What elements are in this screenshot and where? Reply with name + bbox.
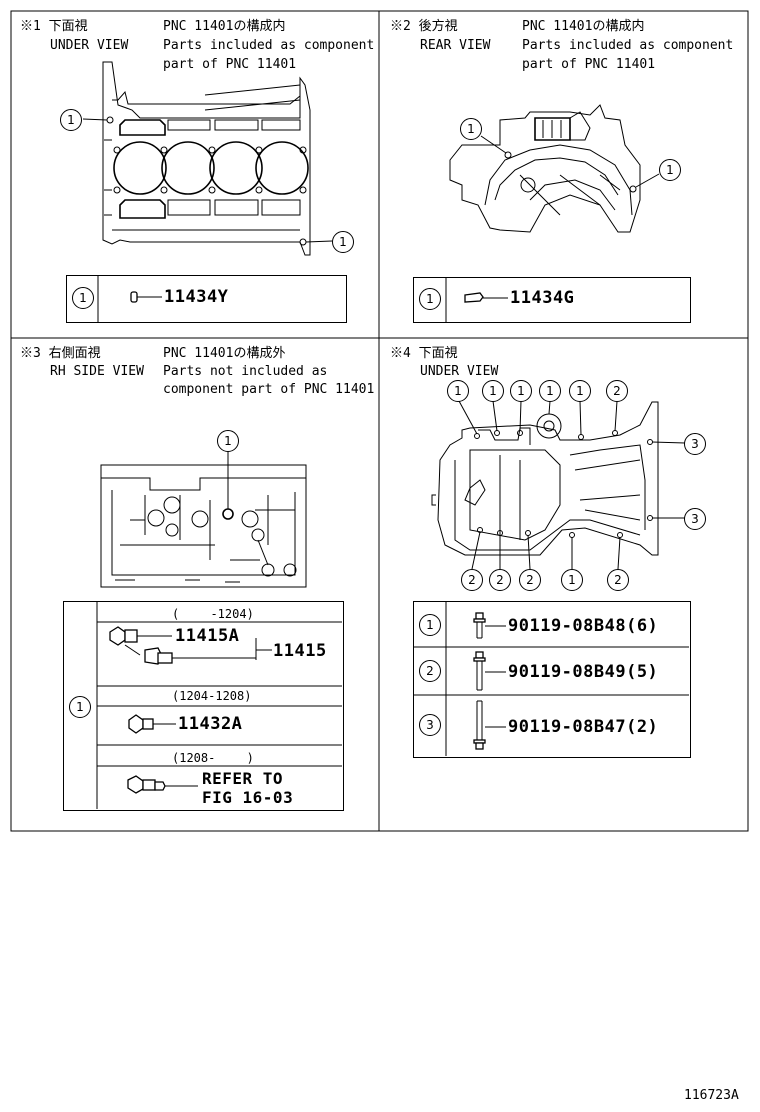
section-4-callout-1f: 1 [561,569,583,591]
section-1-pnc-en-1: Parts included as component [163,38,375,53]
section-4-table-ref-3: 3 [419,714,441,736]
section-4-parts-table [413,601,691,758]
section-1-title-en: UNDER VIEW [50,38,129,53]
section-1-heading: ※1 下面視 [20,17,88,36]
section-2-block-drawing [449,104,660,233]
section-4-callout-3a: 3 [684,433,706,455]
section-2-callout-b: 1 [659,159,681,181]
section-2-pnc-jp: PNC 11401の構成内 [522,19,645,34]
section-2-callout-a: 1 [460,118,482,140]
section-4-callout-1e: 1 [569,380,591,402]
section-2-mark: ※2 [390,19,411,34]
section-3-callout: 1 [217,430,239,452]
section-1-parts-table [66,275,347,323]
section-3-refer-line-1: REFER TO [202,769,284,788]
section-1-table-divider [97,275,99,322]
section-1-title-jp: 下面視 [48,19,88,34]
section-3-part-11415a: 11415A [175,626,240,646]
section-2-parts-table [413,277,691,323]
section-4-title-en: UNDER VIEW [420,364,499,379]
section-1-mark: ※1 [20,19,41,34]
section-2-part-icon [464,292,508,303]
section-4-table-ref-1: 1 [419,614,441,636]
section-3-range-1: ( -1204) [172,607,254,621]
section-1-part-number: 11434Y [164,287,229,307]
section-3-pnc-en-2: component part of PNC 11401 [163,382,375,397]
section-3-title-jp: 右側面視 [48,346,101,361]
section-4-bolt-2-number: 90119-08B49(5) [508,662,659,682]
section-2-pnc-en-2: part of PNC 11401 [522,57,656,72]
section-4-mark: ※4 [390,346,411,361]
section-4-callout-2b: 2 [461,569,483,591]
section-4-callout-1d: 1 [539,380,561,402]
section-1-bores [113,119,309,219]
section-4-callout-1b: 1 [482,380,504,402]
plug-icon [128,714,176,734]
section-3-mark: ※3 [20,346,41,361]
section-3-heading: ※3 右側面視 [20,344,101,363]
section-3-range-3: (1208- ) [172,751,254,765]
section-2-heading: ※2 後方視 [390,17,458,36]
section-4-table-grid [413,601,689,756]
section-3-assembly-11415: 11415 [273,641,327,661]
section-1-callout-b: 1 [332,231,354,253]
section-2-table-divider [445,277,447,322]
sender-icon [127,775,198,794]
oil-pressure-sensor-icon [124,644,256,665]
section-3-part-11432a: 11432A [178,714,243,734]
section-4-bolt-3-number: 90119-08B47(2) [508,717,659,737]
section-4-heading: ※4 下面視 [390,344,458,363]
section-2-table-ref: 1 [419,288,441,310]
section-4-bolt-icons [473,612,506,750]
section-1-table-ref: 1 [72,287,94,309]
section-4-callout-2e: 2 [607,569,629,591]
section-3-range-2: (1204-1208) [172,689,252,703]
section-3-table-grid [96,601,342,809]
section-3-table-ref: 1 [69,696,91,718]
section-4-callout-1a: 1 [447,380,469,402]
section-3-title-en: RH SIDE VIEW [50,364,144,379]
bolt-icon-short [473,612,506,639]
section-4-title-jp: 下面視 [418,346,458,361]
section-2-pnc-en-1: Parts included as component [522,38,734,53]
bolt-icon-long [473,700,506,750]
oil-pressure-switch-icon [109,626,172,646]
section-3-block-drawing [100,450,307,588]
section-4-callout-2d: 2 [519,569,541,591]
section-1-callout-a: 1 [60,109,82,131]
section-4-callout-3b: 3 [684,508,706,530]
section-1-pnc-jp: PNC 11401の構成内 [163,19,286,34]
section-4-callout-2c: 2 [489,569,511,591]
section-4-callout-2a: 2 [606,380,628,402]
section-1-block-drawing [82,61,333,256]
section-4-bolt-1-number: 90119-08B48(6) [508,616,659,636]
section-3-part-icons [109,626,272,794]
diagram-id: 116723A [684,1088,739,1103]
section-2-part-number: 11434G [510,288,575,308]
section-2-title-en: REAR VIEW [420,38,491,53]
section-4-oil-pan-drawing [431,400,686,570]
section-4-table-ref-2: 2 [419,660,441,682]
section-3-pnc-en-1: Parts not included as [163,364,328,379]
section-2-title-jp: 後方視 [418,19,458,34]
bolt-icon-medium [473,651,506,691]
section-4-callout-1c: 1 [510,380,532,402]
section-1-part-icon [130,291,162,303]
section-3-pnc-jp: PNC 11401の構成外 [163,346,286,361]
section-3-refer-line-2: FIG 16-03 [202,788,294,807]
section-1-pnc-en-2: part of PNC 11401 [163,57,297,72]
